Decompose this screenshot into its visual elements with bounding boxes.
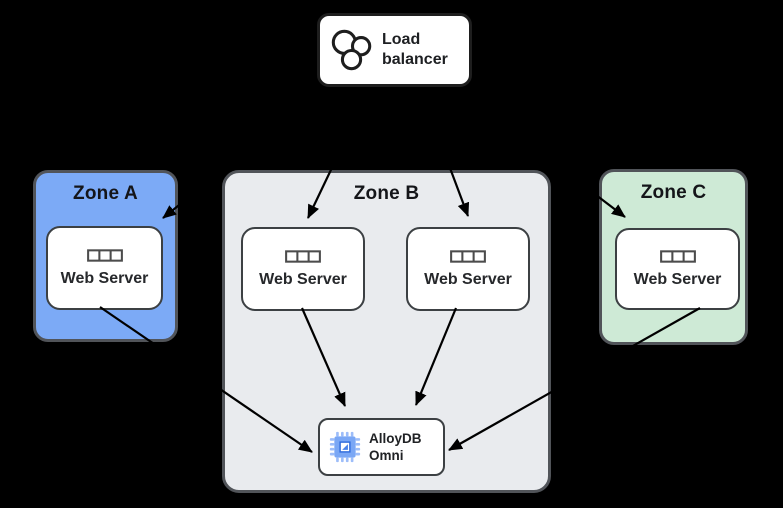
web-server-label: Web Server xyxy=(259,271,347,288)
web-server-icon xyxy=(285,250,321,263)
zone-c-title: Zone C xyxy=(640,182,707,203)
load-balancer-label-line2: balancer xyxy=(382,51,448,68)
load-balancer-circles-icon xyxy=(331,29,372,71)
zone-a-web-server: Web Server xyxy=(46,226,163,310)
alloydb-label-line1: AlloyDB xyxy=(369,431,422,446)
zone-b: Zone B Web Server Web Server xyxy=(222,170,551,493)
alloydb-omni-chip-icon xyxy=(329,431,361,463)
web-server-icon xyxy=(86,249,123,262)
zone-b-title: Zone B xyxy=(353,183,420,204)
alloydb-omni-label: AlloyDB Omni xyxy=(369,430,422,464)
zone-a: Zone A Web Server xyxy=(33,170,178,342)
zone-b-web-server-1: Web Server xyxy=(241,227,365,311)
alloydb-omni-node: AlloyDB Omni xyxy=(318,418,445,476)
zone-a-title: Zone A xyxy=(73,183,138,204)
web-server-icon xyxy=(450,250,486,263)
zone-b-web-server-2: Web Server xyxy=(406,227,530,311)
load-balancer-label-line1: Load xyxy=(382,31,421,48)
zone-c-web-server: Web Server xyxy=(615,228,740,310)
web-server-label: Web Server xyxy=(633,271,722,288)
zone-c: Zone C Web Server xyxy=(599,169,748,345)
load-balancer-label: Load balancer xyxy=(382,30,448,70)
web-server-label: Web Server xyxy=(424,271,512,288)
load-balancer-node: Load balancer xyxy=(317,13,472,87)
web-server-label: Web Server xyxy=(60,270,149,287)
alloydb-label-line2: Omni xyxy=(369,448,404,463)
web-server-icon xyxy=(659,250,696,263)
